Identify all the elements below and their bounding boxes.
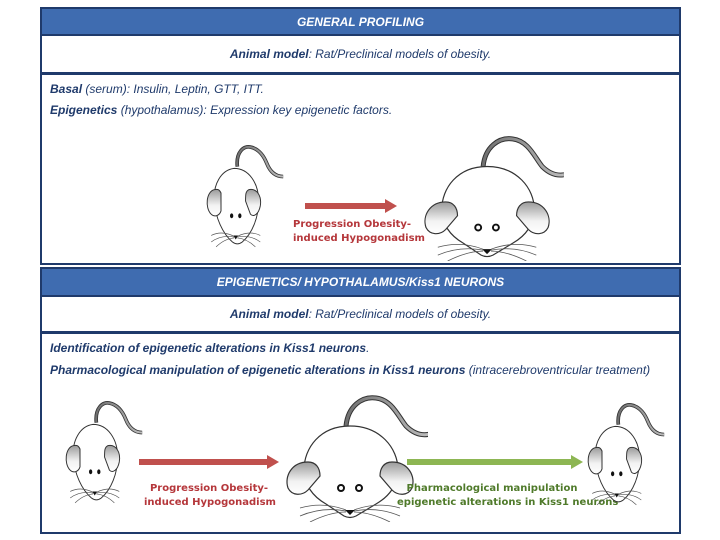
pharmacological-label-line1: Pharmacological manipulation xyxy=(406,483,578,494)
progression-arrow-icon xyxy=(139,455,279,469)
line-bold: Pharmacological manipulation of epigenet… xyxy=(50,363,466,377)
animal-model-label: Animal model xyxy=(229,307,309,321)
section1-header: GENERAL PROFILING xyxy=(40,7,681,36)
progression-label-line1: Progression Obesity- xyxy=(293,219,412,230)
progression-label: Progression Obesity- induced Hypogonadis… xyxy=(144,482,276,510)
progression-label-line2: induced Hypogonadism xyxy=(293,233,425,244)
progression-arrow-icon xyxy=(305,199,397,213)
pharmacological-arrow-icon xyxy=(407,455,583,469)
progression-label-line2: induced Hypogonadism xyxy=(144,497,276,508)
obese-mouse-icon xyxy=(415,133,565,261)
section1-header-title: GENERAL PROFILING xyxy=(296,14,425,29)
progression-label: Progression Obesity- induced Hypogonadis… xyxy=(293,218,425,246)
animal-model-value: : Rat/Preclinical models of obesity. xyxy=(308,307,492,321)
animal-model-label: Animal model xyxy=(229,47,309,61)
line-bold: Basal xyxy=(50,82,83,96)
section2-line-pharmacological: Pharmacological manipulation of epigenet… xyxy=(50,363,650,377)
lean-mouse-icon xyxy=(62,391,152,515)
section1-line-epigenetics: Epigenetics (hypothalamus): Expression k… xyxy=(50,103,392,117)
line-rest: . xyxy=(366,341,370,355)
line-bold: Identification of epigenetic alterations… xyxy=(50,341,367,355)
line-rest: (serum): Insulin, Leptin, GTT, ITT. xyxy=(82,82,264,96)
section1-animal-model: Animal model: Rat/Preclinical models of … xyxy=(40,36,681,75)
section2-header: EPIGENETICS/ HYPOTHALAMUS/Kiss1 NEURONS xyxy=(40,267,681,297)
section1-line-basal: Basal (serum): Insulin, Leptin, GTT, ITT… xyxy=(50,82,264,96)
section1-content: Basal (serum): Insulin, Leptin, GTT, ITT… xyxy=(40,75,681,265)
animal-model-value: : Rat/Preclinical models of obesity. xyxy=(308,47,492,61)
progression-label-line1: Progression Obesity- xyxy=(149,483,269,494)
line-rest: (hypothalamus): Expression key epigeneti… xyxy=(117,103,393,117)
pharmacological-label-line2: epigenetic alterations in Kiss1 neurons xyxy=(397,497,619,508)
lean-mouse-icon xyxy=(584,391,674,519)
lean-mouse-icon xyxy=(203,138,293,256)
pharmacological-label: Pharmacological manipulation epigenetic … xyxy=(397,482,619,510)
line-rest: (intracerebroventricular treatment) xyxy=(465,363,651,377)
section2-line-identification: Identification of epigenetic alterations… xyxy=(50,341,369,355)
section2-content: Identification of epigenetic alterations… xyxy=(40,334,681,534)
section2-animal-model: Animal model: Rat/Preclinical models of … xyxy=(40,297,681,334)
line-bold: Epigenetics xyxy=(50,103,118,117)
section2-header-title: EPIGENETICS/ HYPOTHALAMUS/Kiss1 NEURONS xyxy=(216,275,505,289)
